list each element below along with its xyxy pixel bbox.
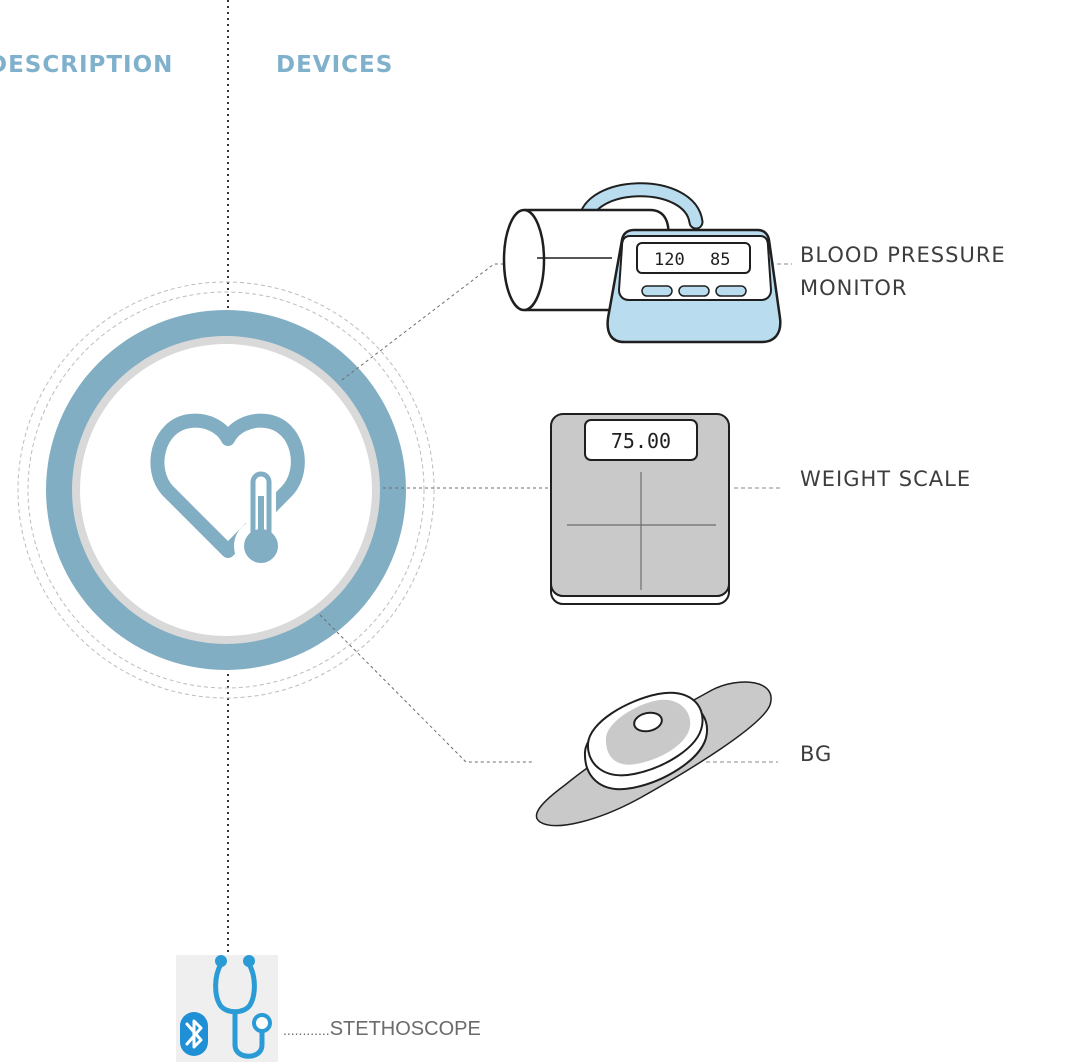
hub-center <box>80 344 372 636</box>
scale-display-value: 75.00 <box>611 429 671 453</box>
stethoscope-label: ............STETHOSCOPE <box>283 1018 481 1041</box>
blood-pressure-monitor: 120 85 <box>502 182 782 344</box>
stethoscope-icon <box>213 955 272 1059</box>
devices-heading: DEVICES <box>276 52 394 78</box>
blood-pressure-label-line2: MONITOR <box>800 276 908 300</box>
weight-scale: 75.00 <box>550 413 730 605</box>
bp-button-1 <box>641 285 673 297</box>
halo-ring-inner <box>27 291 425 689</box>
heart-thermometer-icon <box>150 413 305 573</box>
bg-patch-device <box>535 681 772 827</box>
stethoscope-label-text: STETHOSCOPE <box>329 1018 481 1040</box>
connector-blood-pressure <box>341 263 508 381</box>
bluetooth-icon <box>180 1012 208 1056</box>
bp-button-2 <box>678 285 710 297</box>
blood-pressure-label-line1: BLOOD PRESSURE <box>800 243 1006 267</box>
description-heading: DESCRIPTION <box>0 52 174 78</box>
weight-scale-label: WEIGHT SCALE <box>800 467 972 491</box>
bp-display-systolic: 120 <box>654 250 685 270</box>
bg-label: BG <box>800 742 833 766</box>
halo-ring-outer <box>17 281 435 699</box>
stethoscope-leader-dots: ............ <box>283 1022 330 1038</box>
connector-bg <box>319 614 532 763</box>
bp-display-diastolic: 85 <box>710 250 730 270</box>
bp-button-3 <box>715 285 747 297</box>
